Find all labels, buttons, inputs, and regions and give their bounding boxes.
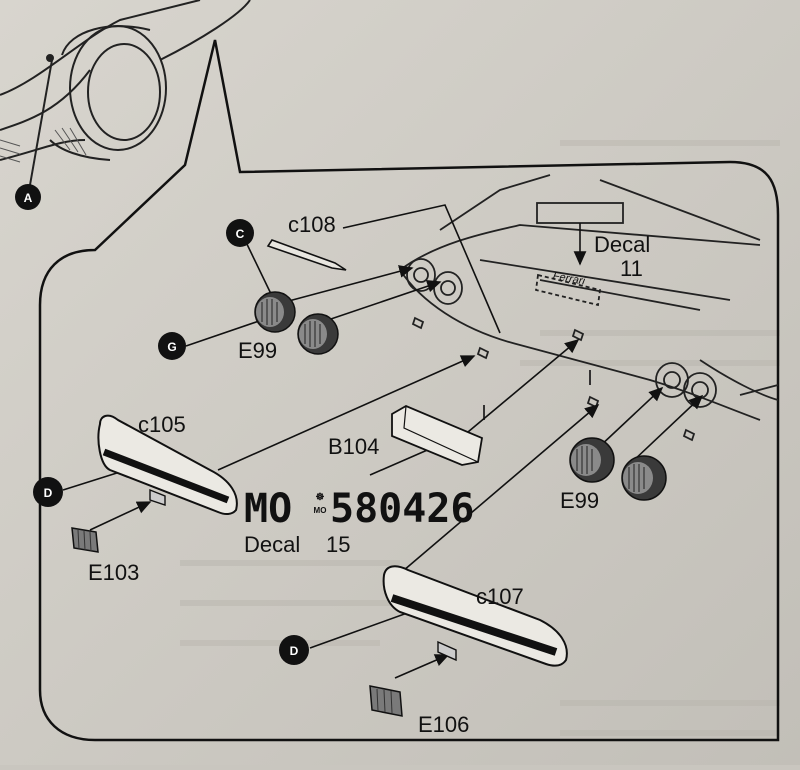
callout-a: A	[15, 184, 41, 210]
plate-prefix: MO	[244, 486, 292, 532]
part-e99-right-lenses	[569, 437, 667, 501]
rear-panel-outline	[399, 174, 779, 442]
decal-15-label: Decal	[244, 532, 300, 557]
callout-c: C	[226, 219, 254, 247]
decal-15-number: 15	[326, 532, 350, 557]
label-c105: c105	[138, 412, 186, 437]
label-e99-right: E99	[560, 488, 599, 513]
decal-11-number: 11	[620, 256, 643, 281]
callout-d-bottom: D	[279, 635, 309, 665]
bleed-through-text	[180, 140, 780, 736]
label-b104: B104	[328, 434, 379, 459]
callout-d-left: D	[33, 477, 63, 507]
part-e106-lens	[369, 685, 403, 717]
part-b104-block	[391, 404, 484, 466]
plate-stamp-bottom: MO	[314, 506, 327, 515]
label-e99-left: E99	[238, 338, 277, 363]
label-e106: E106	[418, 712, 469, 737]
decal-11-label: Decal	[594, 232, 650, 257]
part-e103-lens	[71, 527, 99, 553]
decal-11-script: Ferrari	[552, 270, 587, 288]
leader-lines	[62, 204, 704, 679]
label-e103: E103	[88, 560, 139, 585]
detail-frame	[38, 39, 780, 742]
label-c107: c107	[476, 584, 524, 609]
plate-stamp-top: ☸	[316, 492, 325, 503]
car-shading	[0, 127, 87, 163]
svg-text:D: D	[44, 486, 53, 500]
callout-g: G	[158, 332, 186, 360]
svg-text:A: A	[24, 191, 33, 205]
svg-text:D: D	[290, 644, 299, 658]
label-c108: c108	[288, 212, 336, 237]
svg-text:G: G	[167, 340, 176, 354]
car-rear-sketch	[0, 0, 251, 186]
part-c108-rod	[266, 239, 347, 271]
part-e99-left-lenses	[254, 291, 339, 355]
part-c107-bumper	[382, 565, 568, 667]
part-c105-bumper	[97, 414, 238, 516]
svg-text:C: C	[236, 227, 245, 241]
plate-number: 580426	[330, 486, 475, 532]
